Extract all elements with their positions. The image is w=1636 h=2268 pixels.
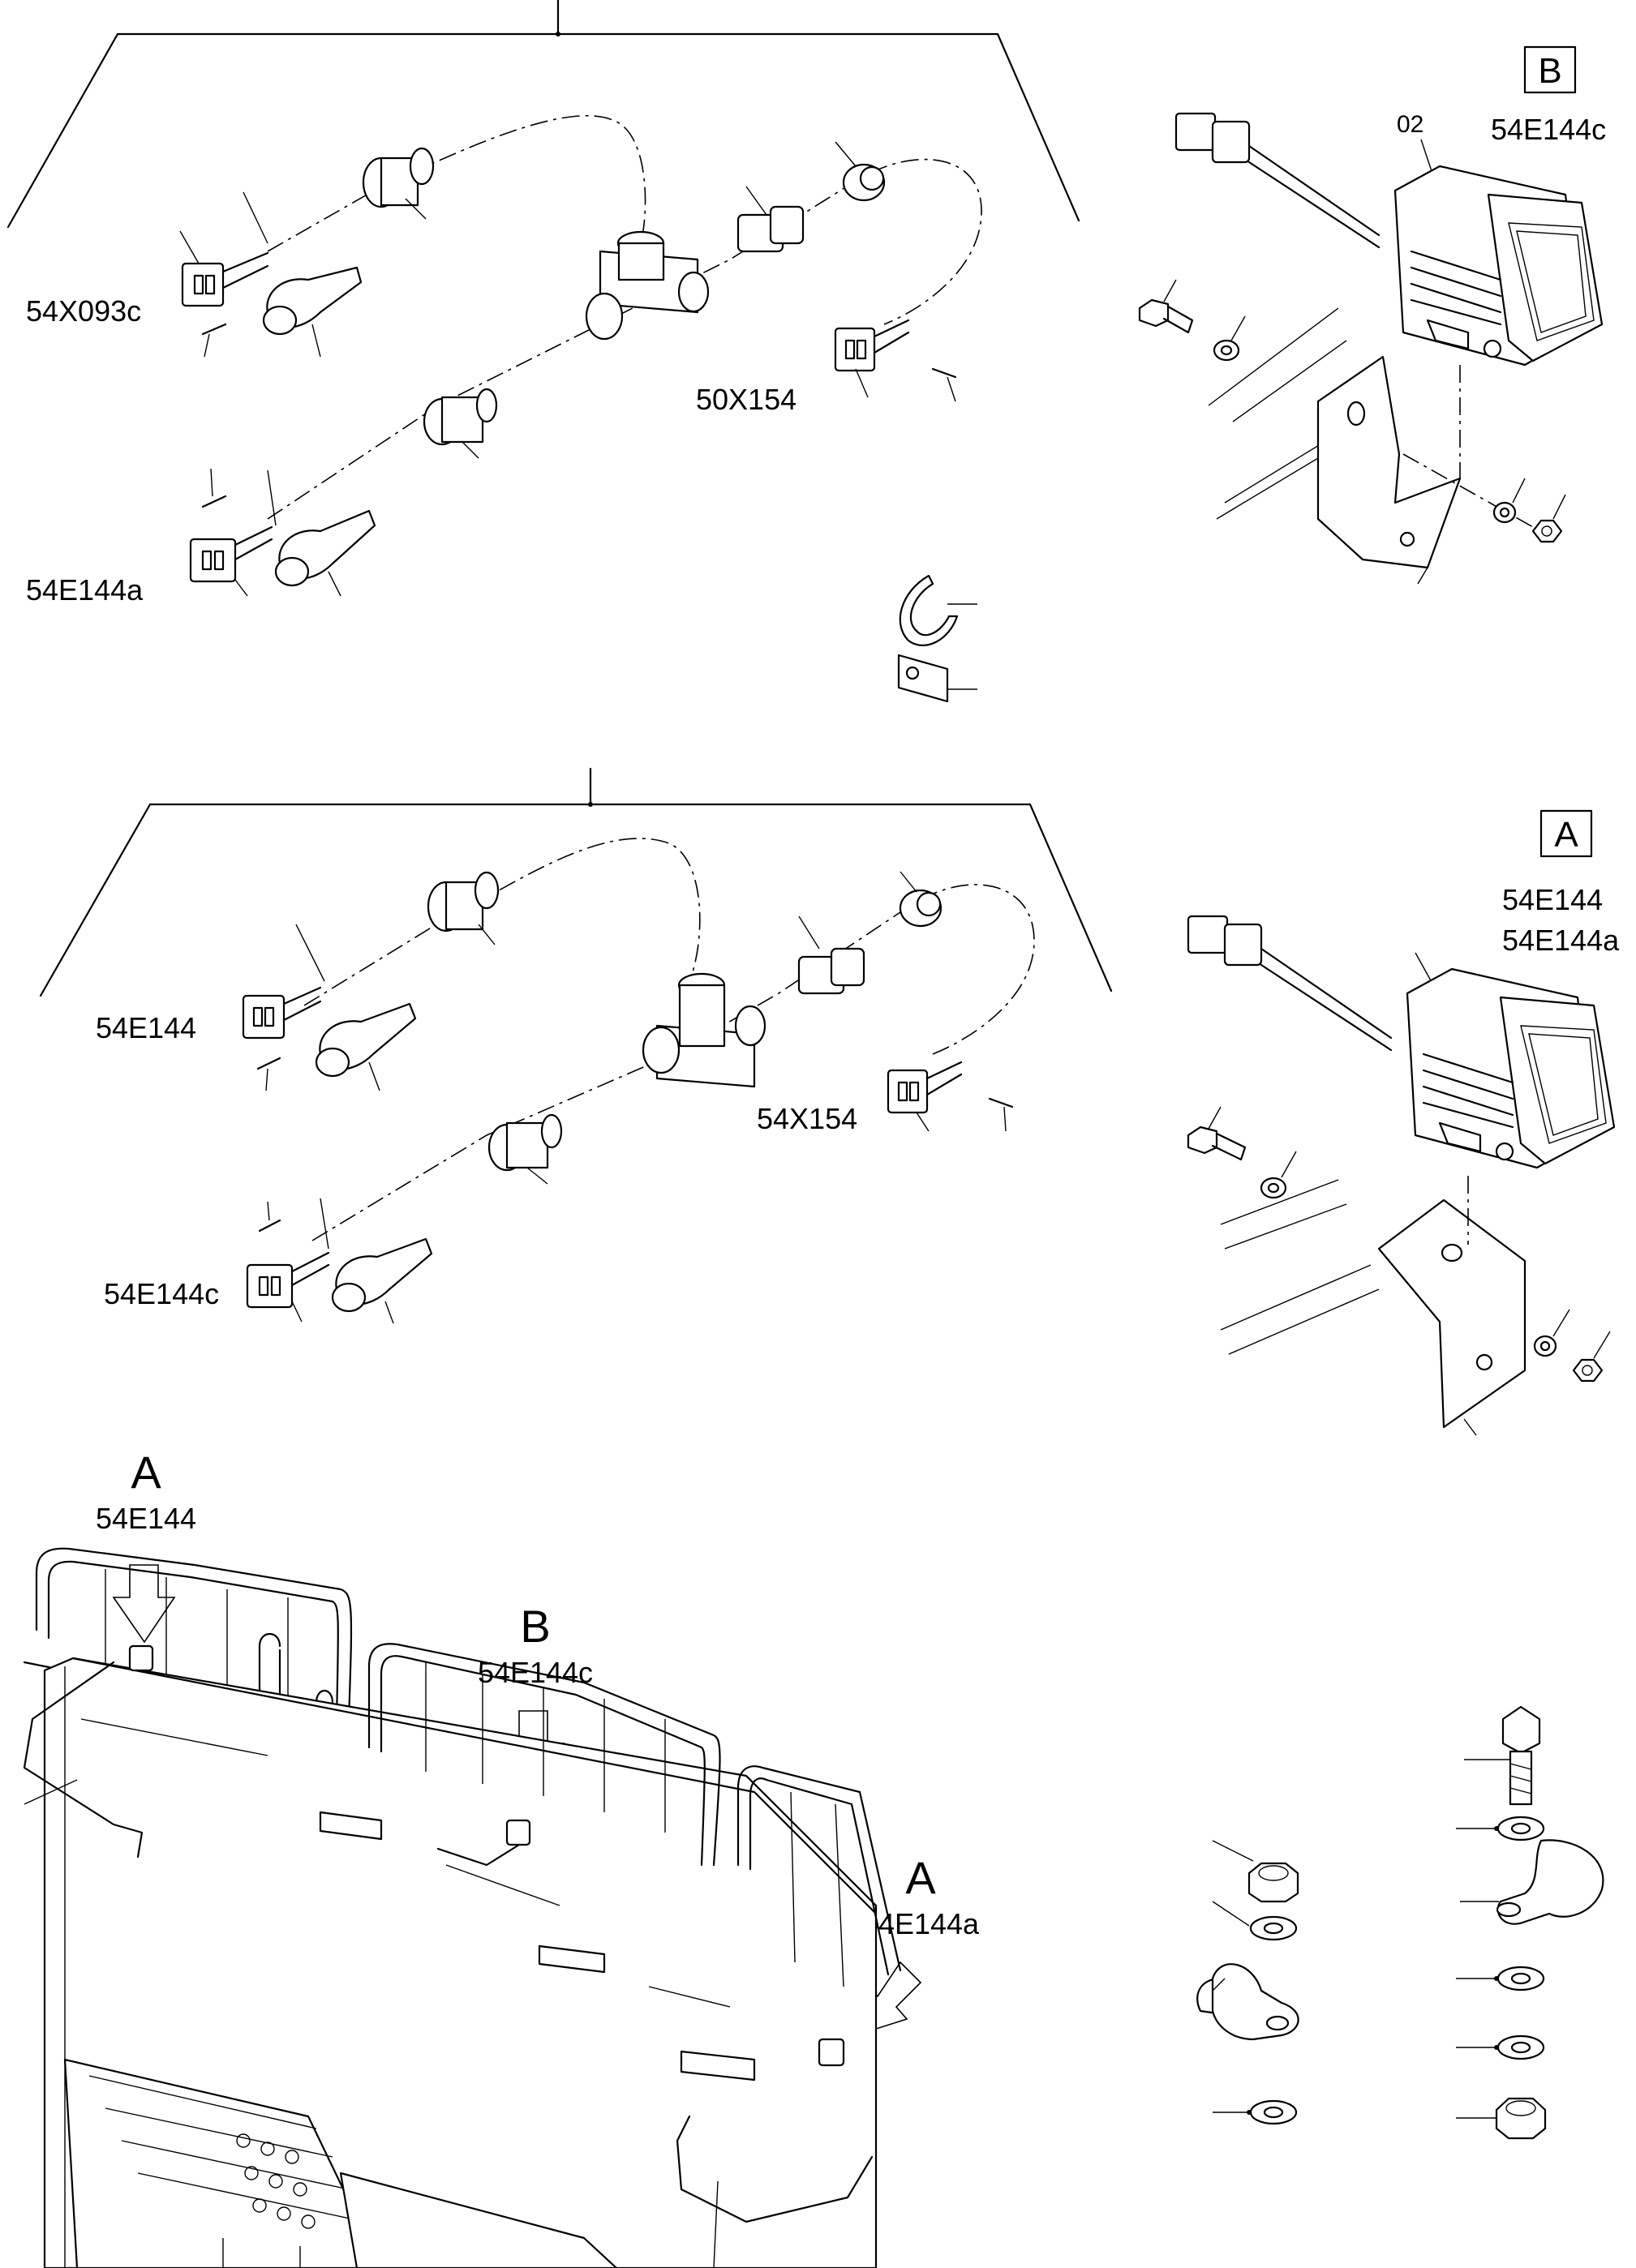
machine-b-letter: B — [520, 1601, 550, 1652]
t-junction — [585, 230, 710, 341]
machine-view: A 54E144 B 54E144c A 54E144a — [23, 1447, 980, 2268]
machine-lamp-54E144 — [128, 1644, 154, 1672]
grommet — [899, 871, 943, 928]
machine-a-left-code: 54E144 — [96, 1502, 196, 1535]
label-54X093c: 54X093c — [26, 294, 141, 328]
rubber-boot — [315, 1002, 417, 1091]
label-54E144a-top: 54E144a — [26, 573, 144, 607]
cable-gland — [797, 915, 865, 995]
t-junction — [642, 972, 766, 1088]
cable-gland — [736, 186, 805, 253]
lamp-b-assembly: B 54E144c 02 — [1138, 45, 1606, 585]
label-54X154: 54X154 — [757, 1102, 857, 1135]
lamp-a-assembly: A 54E144 54E144a — [1187, 809, 1620, 1436]
machine-a-right-letter: A — [905, 1852, 936, 1903]
cable-gland — [362, 147, 435, 220]
arrow-a-left — [112, 1564, 176, 1644]
box-b — [1523, 45, 1577, 94]
machine-lamp-54E144c — [505, 1819, 531, 1846]
machine-a-right-code: 54E144a — [862, 1907, 980, 1940]
top-harness-assembly: 54X093c — [6, 0, 1080, 703]
connector-54E144c-mid — [246, 1198, 330, 1323]
connector-54X154 — [887, 1061, 963, 1132]
clamp-kit-right — [1456, 1705, 1604, 2140]
label-54E144c-mid: 54E144c — [104, 1277, 219, 1310]
box-a-letter: A — [1554, 815, 1578, 855]
part-number-02: 02 — [1397, 111, 1423, 138]
label-50X154: 50X154 — [696, 383, 797, 416]
cable-gland — [427, 871, 500, 945]
label-plate — [897, 654, 977, 703]
rubber-boot — [331, 1237, 433, 1324]
lamp-b-code: 54E144c — [1491, 113, 1606, 146]
box-a — [1539, 809, 1593, 858]
cable-gland — [487, 1113, 563, 1185]
grommet — [835, 141, 886, 202]
connector-54E144a-top — [189, 468, 277, 597]
cable-tie — [899, 574, 977, 646]
label-54E144-mid: 54E144 — [96, 1011, 196, 1044]
middle-harness-assembly: 54E144 — [39, 767, 1113, 1324]
rubber-boot — [262, 266, 363, 358]
connector-54E144-mid — [242, 924, 325, 1040]
step-grating — [63, 2058, 383, 2268]
lamp-a-code-1: 54E144 — [1502, 883, 1603, 916]
connector-50X154 — [834, 319, 910, 398]
clamp-kit-left — [1196, 1840, 1299, 2125]
connector-54X093c — [179, 191, 269, 307]
lamp-a-code-2: 54E144a — [1502, 924, 1620, 957]
cable-gland — [423, 388, 498, 459]
machine-lamp-54E144a — [818, 2038, 845, 2067]
box-b-letter: B — [1538, 51, 1561, 91]
machine-a-left-letter: A — [131, 1447, 161, 1498]
rubber-boot — [274, 509, 376, 597]
